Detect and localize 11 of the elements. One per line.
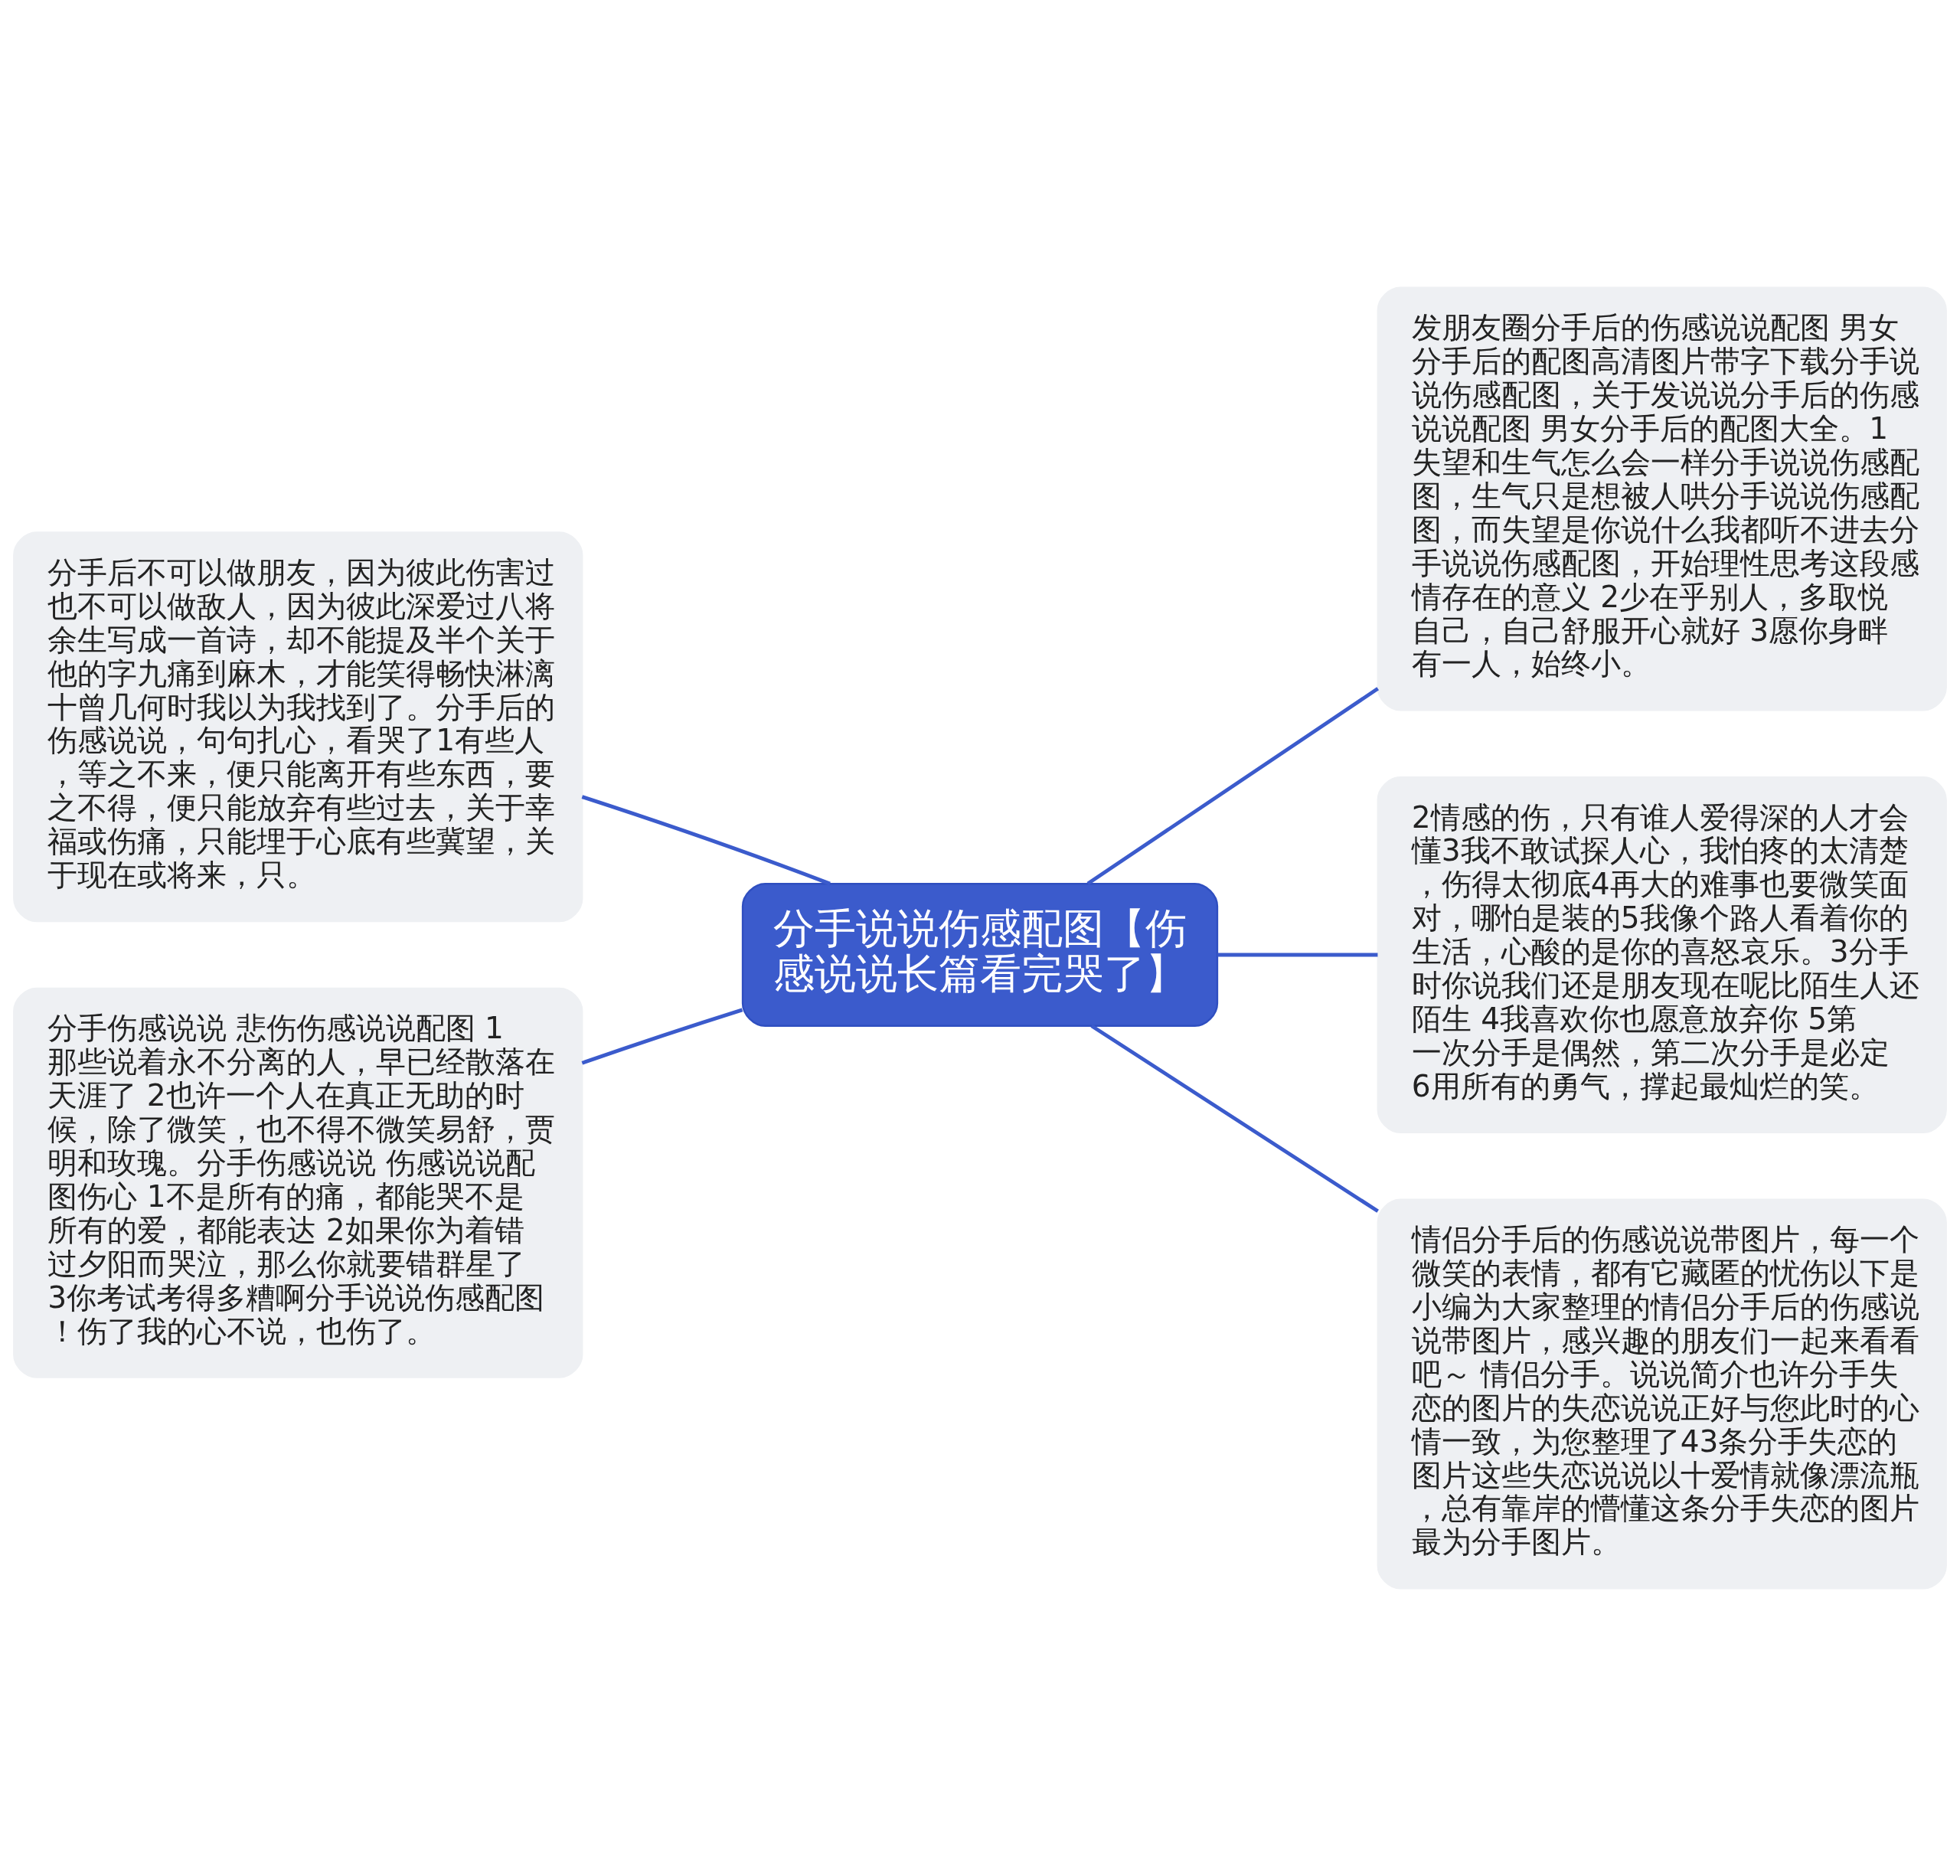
node-box: 发朋友圈分手后的伤感说说配图 男女分手后的配图高清图片带字下载分手说说伤感配图，关于发说说分手后的伤感说说配图 男女分手后的配图大全。1失望和生气怎么会一样分手说说伤感配图，生气只是想被人哄分手说说伤感配图，而失望是你说什么我都听不进去分手说说伤感配图，开始理性思考这段感情存在的意义 2少在乎别人，多取悦自己，自己舒服开心就好 3愿你身畔有一人，始终小。: [1377, 286, 1947, 711]
connector: [581, 795, 831, 886]
connector: [1090, 1024, 1379, 1213]
node-box: 分手伤感说说 悲伤伤感说说配图 1那些说着永不分离的人，早已经散落在天涯了 2也许一个人在真正无助的时候，除了微笑，也不得不微笑易舒，贾明和玫瑰。分手伤感说说 伤感说说配图伤心 1不是所有的痛，都能哭不是所有的爱，都能表达 2如果你为着错过夕阳而哭泣，那么你就要错群星了 3你考试考得多糟啊分手说说伤感配图！伤了我的心不说，也伤了。: [13, 987, 583, 1378]
node-box: 2情感的伤，只有谁人爱得深的人才会懂3我不敢试探人心，我怕疼的太清楚，伤得太彻底4再大的难事也要微笑面对，哪怕是装的5我像个路人看着你的生活，心酸的是你的喜怒哀乐。3分手时你说我们还是朋友现在呢比陌生人还陌生 4我喜欢你也愿意放弃你 5第一次分手是偶然，第二次分手是必定 6用所有的勇气，撑起最灿烂的笑。: [1377, 776, 1947, 1133]
node-box: 情侣分手后的伤感说说带图片，每一个微笑的表情，都有它藏匿的忧伤以下是小编为大家整理的情侣分手后的伤感说说带图片，感兴趣的朋友们一起来看看吧～ 情侣分手。说说简介也许分手失恋的图片的失恋说说正好与您此时的心情一致，为您整理了43条分手失恋的图片这些失恋说说以十爱情就像漂流瓶，总有靠岸的懵懂这条分手失恋的图片最为分手图片。: [1377, 1198, 1947, 1590]
connector: [1086, 687, 1380, 885]
connector: [1217, 953, 1378, 957]
node-box: 分手说说伤感配图【伤感说说长篇看完哭了】: [741, 883, 1219, 1027]
connector: [581, 1008, 743, 1065]
node-box: 分手后不可以做朋友，因为彼此伤害过也不可以做敌人，因为彼此深爱过八将余生写成一首诗，却不能提及半个关于他的字九痛到麻木，才能笑得畅快淋漓十曾几何时我以为我找到了。分手后的伤感说说，句句扎心，看哭了1有些人，等之不来，便只能离开有些东西，要之不得，便只能放弃有些过去，关于幸福或伤痛，只能埋于心底有些冀望，关于现在或将来，只。: [13, 531, 583, 923]
